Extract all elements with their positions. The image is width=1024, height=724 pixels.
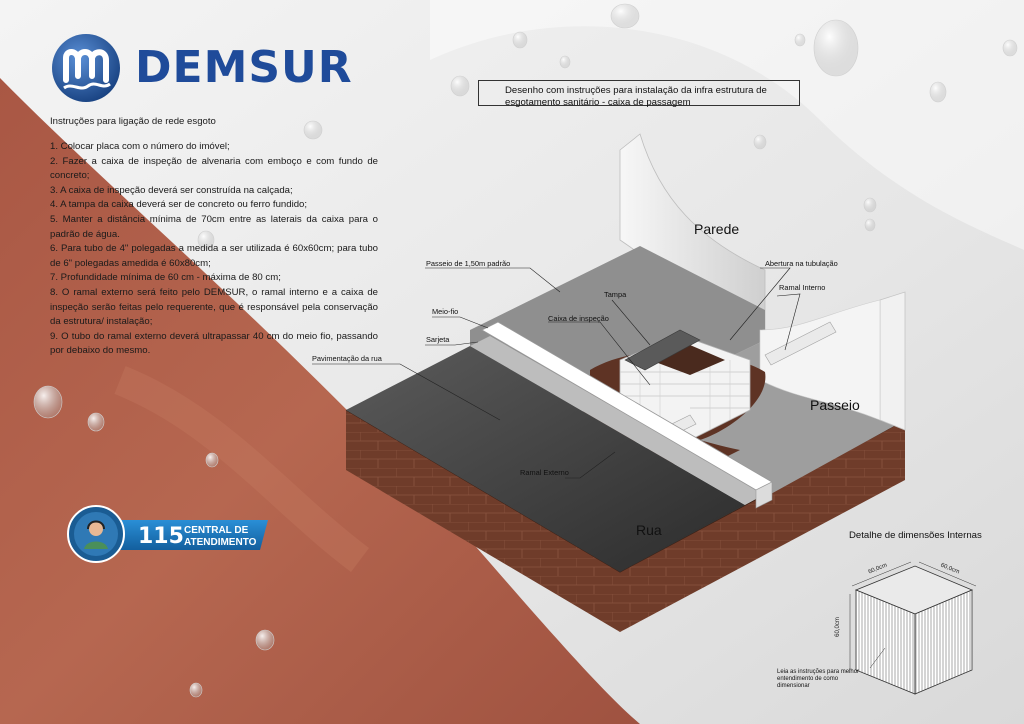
call-center-agent-icon (67, 505, 125, 563)
drawing-title-line2: esgotamento sanitário - caixa de passage… (505, 96, 691, 108)
drawing-title-frame (478, 80, 800, 106)
label-ramal-interno: Ramal Interno (779, 283, 826, 292)
drawing-title: Desenho com instruções para instalação d… (505, 85, 790, 108)
instruction-step: 5. Manter a distância mínima de 70cm ent… (50, 213, 378, 240)
label-tampa: Tampa (604, 290, 627, 299)
detail-title: Detalhe de dimensões Internas (849, 530, 982, 541)
label-passeio-padrao: Passeio de 1,50m padrão (426, 259, 511, 268)
label-rua: Rua (636, 522, 662, 538)
detail-box-drawing (849, 561, 977, 695)
installation-diagram (312, 133, 906, 632)
instruction-step: 2. Fazer a caixa de inspeção de alvenari… (50, 155, 378, 182)
instruction-step: 3. A caixa de inspeção deverá ser constr… (50, 184, 293, 196)
detail-dim-height: 60,0cm (834, 617, 841, 637)
label-parede: Parede (694, 221, 740, 237)
instruction-step: 4. A tampa da caixa deverá ser de concre… (50, 199, 308, 211)
instruction-step: 7. Profundidade mínima de 60 cm - máxima… (50, 272, 281, 284)
drawing-title-line1: Desenho com instruções para instalação d… (505, 85, 767, 96)
instructions-intro: Instruções para ligação de rede esgoto (50, 116, 216, 127)
central-badge-bg (106, 520, 268, 550)
instruction-step: 6. Para tubo de 4" polegadas a medida a … (50, 243, 378, 269)
instruction-step: 9. O tubo do ramal externo deverá ultrap… (50, 330, 378, 357)
instruction-step: 8. O ramal externo será feito pelo DEMSU… (50, 286, 378, 328)
instruction-step: 1. Colocar placa com o número do imóvel; (50, 141, 230, 152)
label-abertura: Abertura na tubulação (765, 259, 838, 268)
central-line2: ATENDIMENTO (184, 537, 257, 548)
label-caixa-inspecao: Caixa de inspeção (548, 314, 609, 323)
instructions-list: 1. Colocar placa com o número do imóvel;… (50, 140, 378, 359)
detail-note: Leia as instruções para melhor entendime… (777, 669, 860, 689)
label-meio-fio: Meio-fio (432, 307, 459, 316)
central-number: 115 (138, 524, 184, 549)
label-pavimentacao: Pavimentação da rua (312, 354, 382, 363)
label-passeio: Passeio (810, 397, 860, 413)
label-ramal-externo: Ramal Externo (520, 468, 569, 477)
demsur-logo-icon (52, 34, 120, 102)
label-sarjeta: Sarjeta (426, 335, 450, 344)
brand-name: DEMSUR (135, 42, 353, 93)
central-line1: CENTRAL DE (184, 525, 249, 536)
